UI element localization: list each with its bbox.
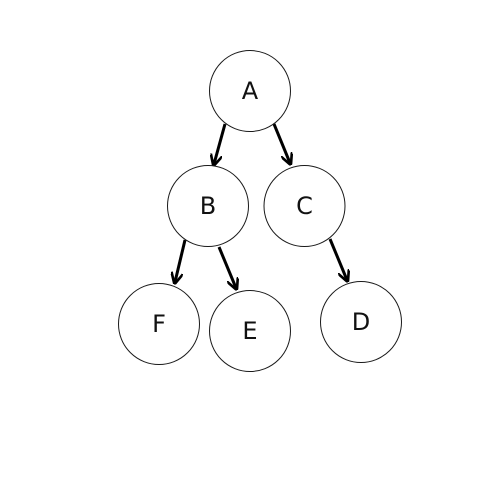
- edge-b-e: [217, 246, 236, 288]
- node-c-label: C: [296, 192, 313, 220]
- node-a-label: A: [242, 77, 259, 105]
- node-b: B: [167, 165, 249, 247]
- edge-a-c: [272, 123, 290, 163]
- node-f: F: [118, 283, 200, 365]
- node-d-label: D: [352, 308, 370, 336]
- edge-c-d: [328, 238, 347, 280]
- edge-a-b: [214, 123, 227, 164]
- node-c: C: [263, 165, 346, 247]
- node-b-label: B: [200, 192, 216, 220]
- node-a: A: [209, 50, 291, 132]
- node-e: E: [209, 290, 291, 372]
- node-e-label: E: [242, 317, 257, 345]
- node-d: D: [320, 281, 402, 363]
- edges-layer: [175, 123, 347, 288]
- edge-b-f: [175, 239, 187, 282]
- nodes-layer: A B C F E D: [118, 50, 402, 372]
- node-f-label: F: [152, 310, 166, 338]
